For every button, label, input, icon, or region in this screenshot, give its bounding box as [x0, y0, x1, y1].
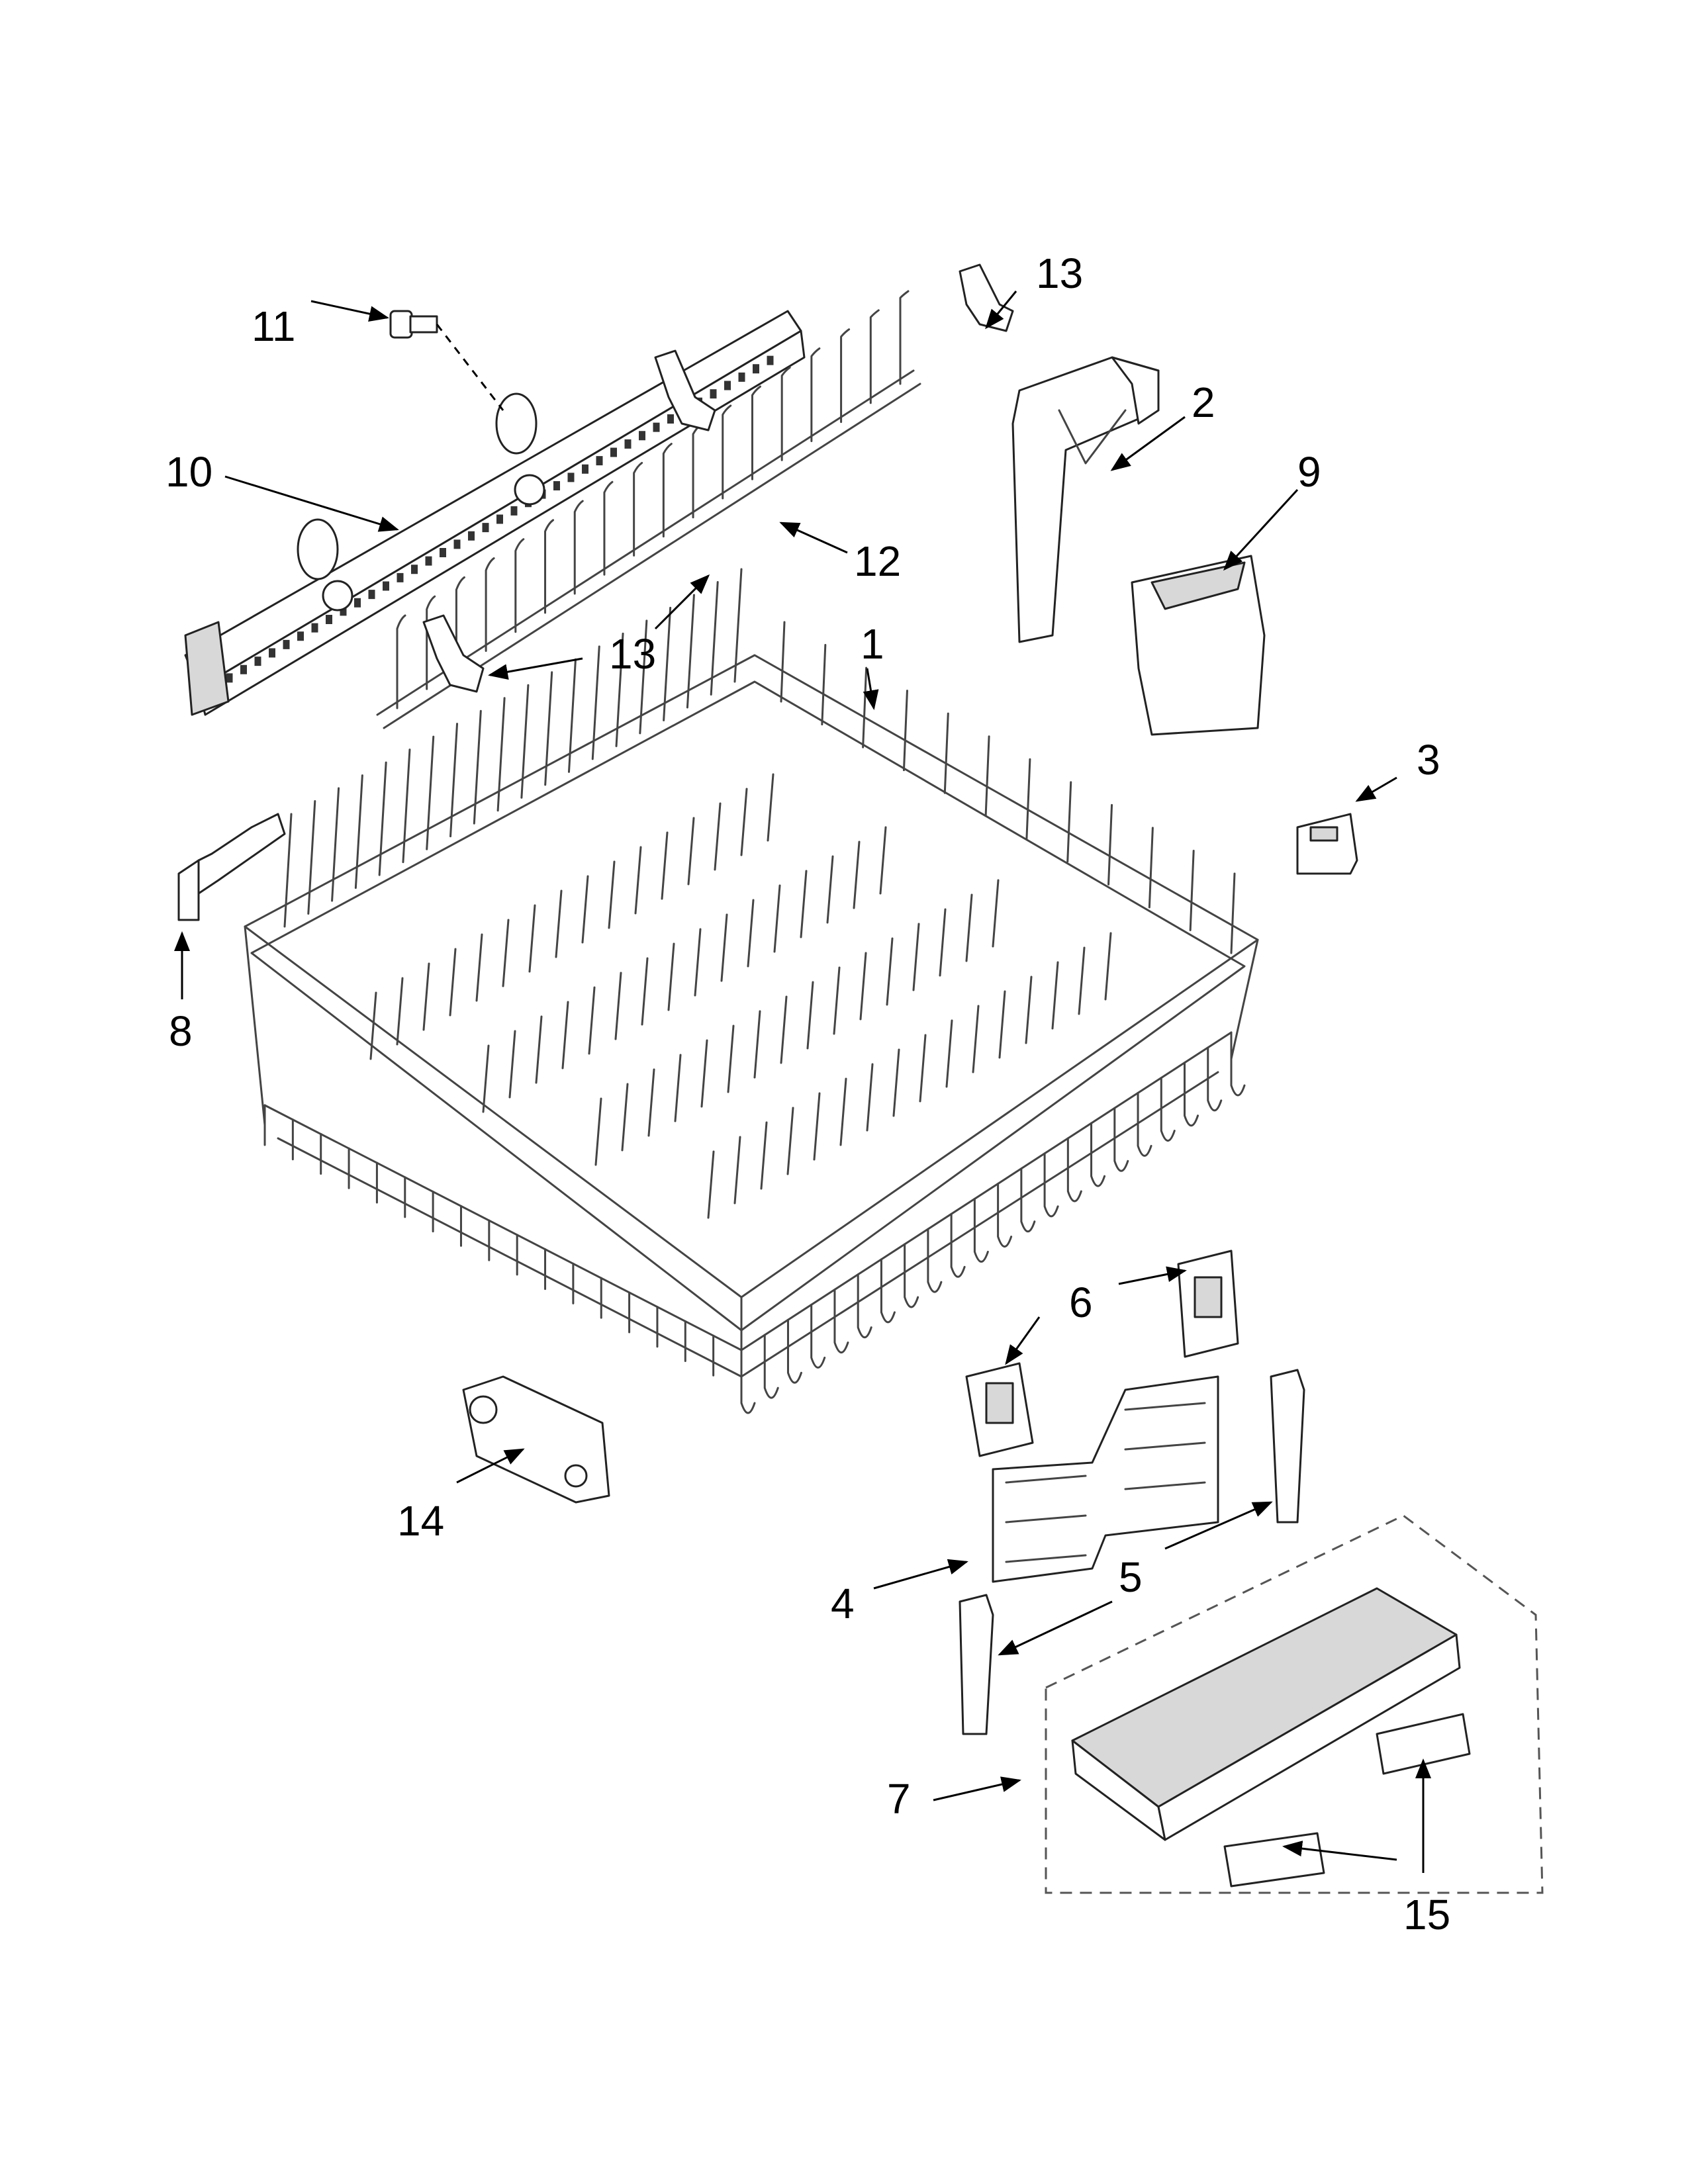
leader-lines: [174, 291, 1431, 1873]
callout-6: 6: [1069, 1279, 1093, 1326]
callout-13-middle: 13: [609, 630, 656, 678]
callout-4: 4: [831, 1580, 855, 1627]
part-13-clip-b: [654, 349, 716, 432]
callout-9: 9: [1297, 448, 1321, 496]
part-7-tray: [1045, 1514, 1544, 1894]
callout-10: 10: [165, 448, 212, 496]
part-3-clip: [1296, 813, 1358, 875]
part-1-upper-rack: [244, 568, 1259, 1414]
part-15-clip-upper: [1376, 1713, 1471, 1775]
callout-14: 14: [397, 1497, 444, 1545]
callout-13-top: 13: [1036, 250, 1083, 297]
part-15-clip-lower: [1223, 1832, 1325, 1888]
part-10-rack-rail: [184, 310, 806, 716]
callout-7: 7: [887, 1775, 911, 1823]
callout-12: 12: [854, 537, 901, 585]
part-8-lever: [177, 813, 286, 921]
part-9-cover: [1131, 555, 1266, 736]
part-6-clip-right: [1177, 1250, 1239, 1358]
callout-3: 3: [1417, 736, 1440, 784]
callout-2: 2: [1192, 379, 1215, 426]
callout-8: 8: [169, 1007, 193, 1055]
callout-5: 5: [1119, 1553, 1143, 1601]
part-5-post-right: [1270, 1369, 1305, 1524]
part-13-clip-a: [959, 263, 1014, 332]
part-11-screw: [389, 310, 504, 411]
part-13-clip-c: [422, 614, 485, 693]
part-5-post-left: [959, 1594, 994, 1735]
part-14-holder: [462, 1375, 610, 1504]
callout-1: 1: [861, 620, 884, 668]
callout-11: 11: [252, 302, 295, 350]
callout-15: 15: [1403, 1891, 1450, 1938]
part-6-clip-left: [965, 1362, 1034, 1457]
part-2-bracket: [1011, 356, 1160, 643]
part-4-divider: [992, 1375, 1219, 1583]
